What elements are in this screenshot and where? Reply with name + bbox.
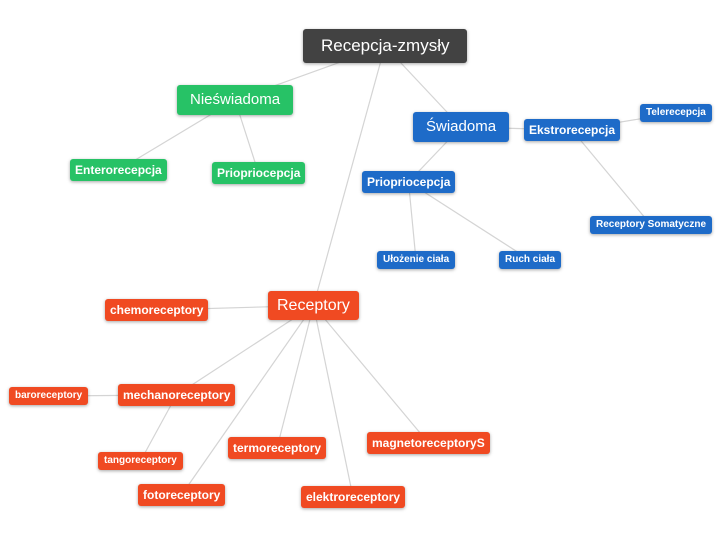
node-ulozenie-ciala[interactable]: Ułożenie ciała [377,251,456,269]
node-elektroreceptory[interactable]: elektroreceptory [301,486,406,509]
node-receptory[interactable]: Receptory [268,291,359,321]
node-termoreceptory[interactable]: termoreceptory [228,437,327,460]
node-priopriocepcja-blue[interactable]: Priopriocepcja [362,171,456,194]
node-baroreceptory[interactable]: baroreceptory [9,387,89,405]
node-enterorecepcja[interactable]: Enterorecepcja [70,159,167,182]
node-ruch-ciala[interactable]: Ruch ciała [499,251,562,269]
node-priopriocepcja-green[interactable]: Priopriocepcja [212,162,306,185]
node-swiadoma[interactable]: Świadoma [413,112,510,142]
node-receptory-somatyczne[interactable]: Receptory Somatyczne [590,216,713,234]
node-chemoreceptory[interactable]: chemoreceptory [105,299,209,322]
node-fotoreceptory[interactable]: fotoreceptory [138,484,226,507]
node-ekstrorecepcja[interactable]: Ekstrorecepcja [524,119,621,142]
node-nieswiadoma[interactable]: Nieświadoma [177,85,294,115]
node-recepcja-zmysly[interactable]: Recepcja-zmysły [303,29,468,64]
node-telerecepcja[interactable]: Telerecepcja [640,104,712,122]
node-mechanoreceptory[interactable]: mechanoreceptory [118,384,236,407]
node-magnetoreceptory[interactable]: magnetoreceptoryS [367,432,490,455]
node-tangoreceptory[interactable]: tangoreceptory [98,452,183,470]
